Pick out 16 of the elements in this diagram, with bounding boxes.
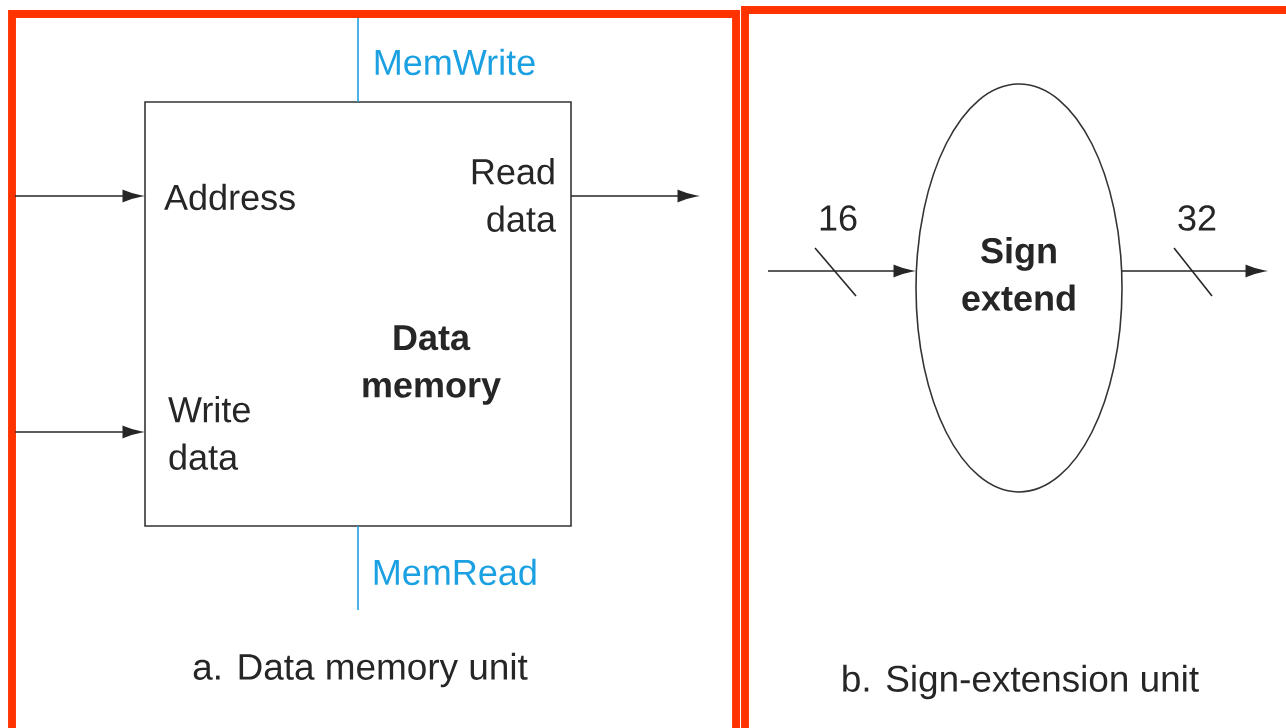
port-label: Address xyxy=(164,183,295,211)
arrow xyxy=(767,247,913,297)
arrow xyxy=(1121,247,1265,297)
port-label: Read data xyxy=(472,158,556,232)
edge-label: MemRead xyxy=(370,557,540,587)
port-label: Write data xyxy=(168,396,250,470)
unit-label: Data memory xyxy=(363,325,501,405)
arrow xyxy=(570,189,697,203)
arrow xyxy=(14,189,142,203)
panel-title: b. Sign-extension unit xyxy=(843,664,1199,700)
edge-label: 16 xyxy=(816,203,860,233)
panel-title: a. Data memory unit xyxy=(193,652,528,688)
unit-label: Sign extend xyxy=(962,237,1075,311)
arrow xyxy=(14,425,142,439)
edge-label: MemWrite xyxy=(371,47,538,77)
edge-label: 32 xyxy=(1175,203,1219,233)
